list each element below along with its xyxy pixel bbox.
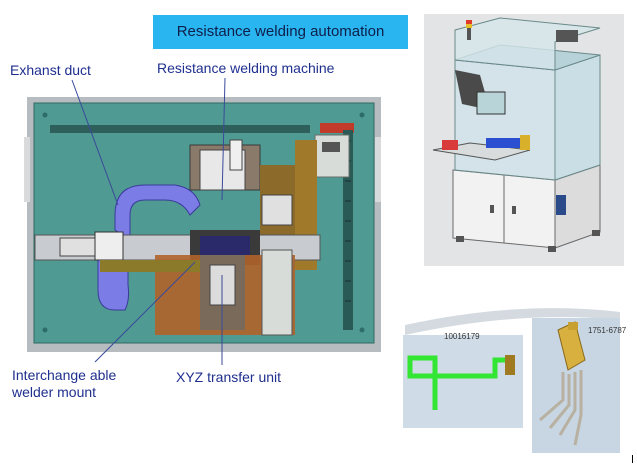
gold-part-pins xyxy=(539,370,583,446)
green-part xyxy=(407,355,505,410)
x-axis-motor xyxy=(94,231,124,261)
leader-welder xyxy=(221,77,226,201)
mounting-holes xyxy=(42,112,365,333)
label-interchangeable-mount: Interchange able welder mount xyxy=(12,367,116,401)
exhaust-duct xyxy=(114,184,201,241)
right-part-number: 1751-6787 xyxy=(588,326,627,335)
rail-stopper xyxy=(320,123,354,133)
swoosh xyxy=(405,308,620,335)
z-axis-unit xyxy=(261,249,293,336)
mount-bar xyxy=(100,260,200,272)
label-exhaust-duct: Exhanst duct xyxy=(10,62,91,78)
top-rail xyxy=(50,125,310,133)
left-part-panel xyxy=(403,335,523,428)
label-xyz-transfer-unit: XYZ transfer unit xyxy=(176,369,282,385)
left-part-number: 10016179 xyxy=(444,332,480,341)
leader-mount xyxy=(94,261,196,363)
label-interchangeable-mount-line1: Interchange able xyxy=(12,367,117,383)
machine-render xyxy=(432,17,601,252)
frame-handle-left xyxy=(24,137,30,202)
parts-illustration xyxy=(403,308,620,453)
label-interchangeable-mount-line2: welder mount xyxy=(12,384,97,400)
control-box xyxy=(314,134,350,178)
servo-motor xyxy=(261,194,293,226)
label-resistance-welding-machine: Resistance welding machine xyxy=(157,60,335,76)
frame-handle-right xyxy=(375,137,381,202)
leader-duct xyxy=(71,79,119,206)
slide-title: Resistance welding automation xyxy=(153,15,408,49)
cable-chain xyxy=(343,130,353,330)
